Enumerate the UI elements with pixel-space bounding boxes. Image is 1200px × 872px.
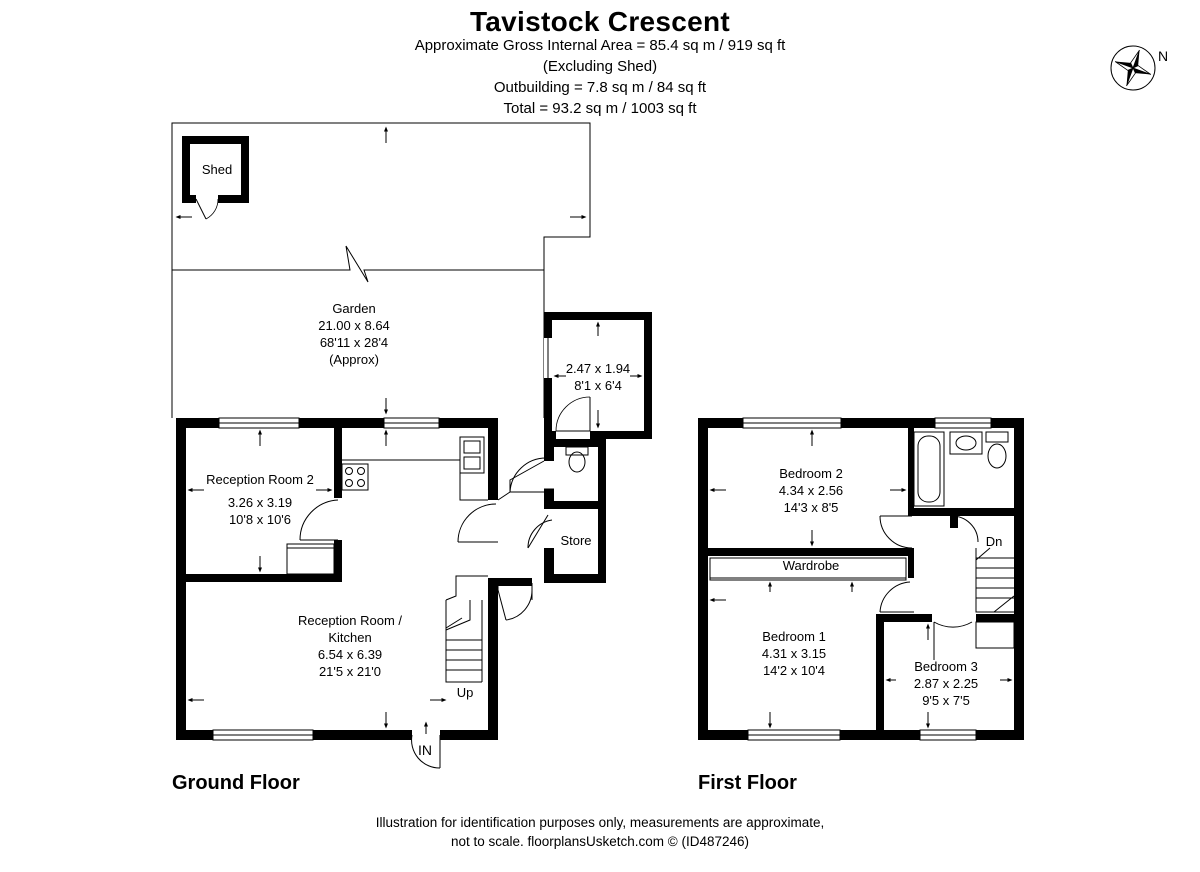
outbuilding-area-text: Outbuilding = 7.8 sq m / 84 sq ft (493, 79, 707, 96)
garden-dimension-arrows (175, 126, 587, 415)
bedroom2-metric: 4.34 x 2.56 (779, 483, 843, 498)
bedroom1-imperial: 14'2 x 10'4 (763, 663, 825, 678)
compass-icon (1110, 45, 1156, 91)
reception2-door (286, 498, 342, 575)
first-floor-dimension-arrows (709, 429, 1013, 729)
disclaimer-line1: Illustration for identification purposes… (375, 815, 825, 830)
bedroom2-imperial: 14'3 x 8'5 (784, 500, 839, 515)
wardrobe-unit (709, 557, 907, 581)
ground-floor-walls (176, 418, 606, 740)
first-floor-windows (742, 417, 992, 741)
first-floor-label: First Floor (698, 772, 797, 794)
bathroom-fittings (913, 431, 1009, 507)
wardrobe-label: Wardrobe (783, 558, 840, 573)
plan-title: Tavistock Crescent (469, 6, 731, 37)
garden-name: Garden (332, 301, 375, 316)
garden-area (171, 122, 591, 418)
kitchen-worktop (341, 436, 488, 501)
reception2-metric: 3.26 x 3.19 (228, 495, 292, 510)
reception2-name: Reception Room 2 (206, 472, 314, 487)
total-area-text: Total = 93.2 sq m / 1003 sq ft (503, 100, 697, 117)
bedroom3-metric: 2.87 x 2.25 (914, 676, 978, 691)
stairs-down-label: Dn (986, 534, 1003, 549)
entrance-label: IN (418, 742, 432, 758)
ground-floor-stairs (445, 575, 488, 683)
first-floor-stairs (975, 547, 1015, 649)
bedroom1-metric: 4.31 x 3.15 (762, 646, 826, 661)
compass-north-label: N (1158, 48, 1168, 64)
garden-imperial: 68'11 x 28'4 (320, 335, 388, 350)
kitchen-door (457, 500, 498, 543)
entrance-door (411, 721, 441, 769)
reception2-imperial: 10'8 x 10'6 (229, 512, 291, 527)
shed (182, 136, 249, 220)
bedroom1-name: Bedroom 1 (762, 629, 826, 644)
stairs-up-label: Up (457, 685, 474, 700)
first-floor-walls (698, 418, 1024, 740)
bedroom3-imperial: 9'5 x 7'5 (922, 693, 970, 708)
excluding-shed-text: (Excluding Shed) (542, 58, 658, 75)
hall-doors (497, 457, 554, 621)
kitchen-name-line2: Kitchen (328, 630, 371, 645)
bedroom2-name: Bedroom 2 (779, 466, 843, 481)
first-floor-doors (879, 515, 979, 660)
ground-room-dimension-arrows (187, 321, 643, 729)
store-label: Store (560, 533, 591, 548)
outbuilding-metric: 2.47 x 1.94 (566, 361, 630, 376)
ground-floor-windows (212, 417, 440, 741)
kitchen-imperial: 21'5 x 21'0 (319, 664, 381, 679)
shed-label: Shed (202, 162, 232, 177)
garden-note: (Approx) (329, 352, 379, 367)
toilet-icon (565, 446, 589, 473)
outbuilding-room (544, 312, 652, 439)
ground-floor-label: Ground Floor (172, 772, 300, 794)
garden-metric: 21.00 x 8.64 (318, 318, 390, 333)
kitchen-name-line1: Reception Room / (298, 613, 402, 628)
outbuilding-imperial: 8'1 x 6'4 (574, 378, 622, 393)
disclaimer-line2: not to scale. floorplansUsketch.com © (I… (450, 834, 750, 849)
gross-area-text: Approximate Gross Internal Area = 85.4 s… (414, 37, 786, 54)
bedroom3-name: Bedroom 3 (914, 659, 978, 674)
kitchen-metric: 6.54 x 6.39 (318, 647, 382, 662)
